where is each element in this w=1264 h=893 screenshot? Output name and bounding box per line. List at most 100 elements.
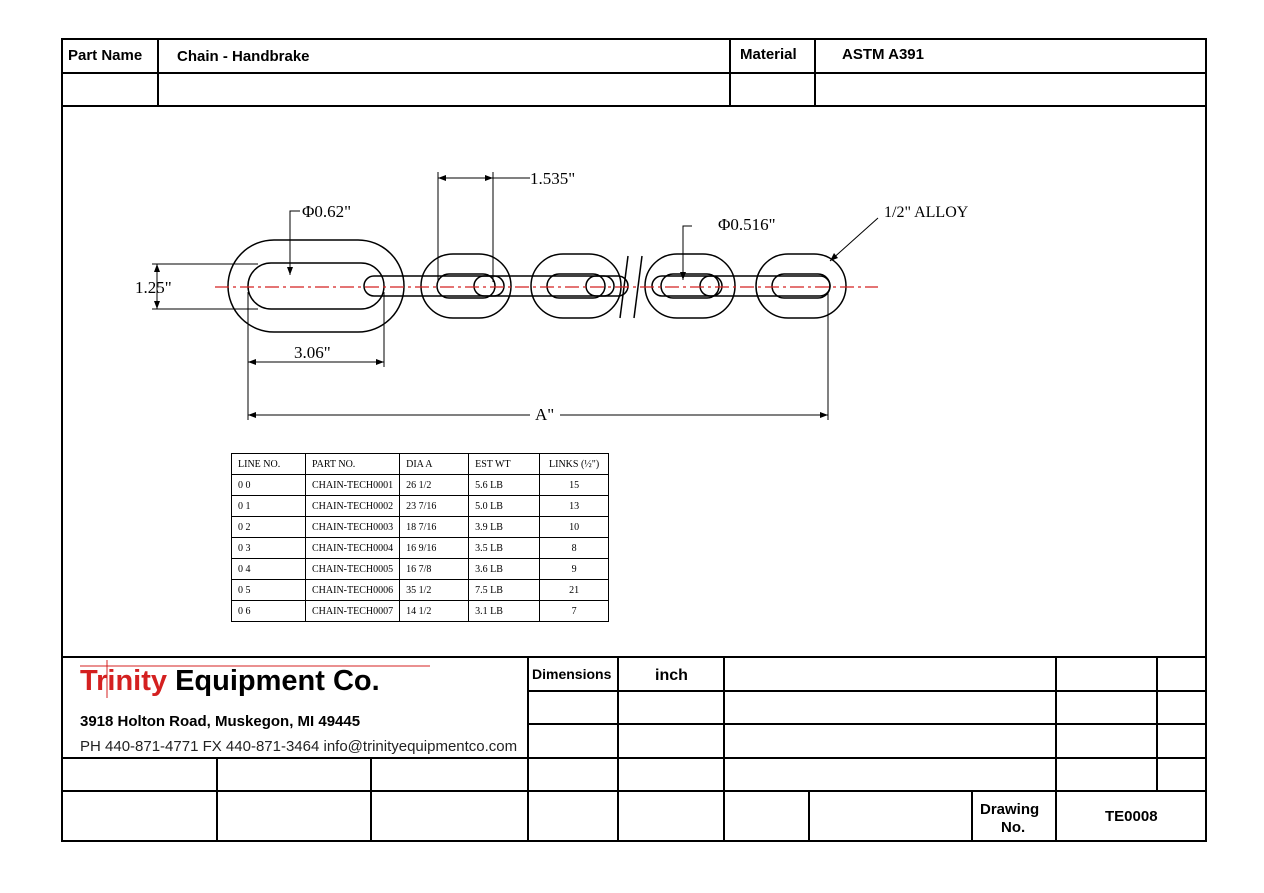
arrow-endlink-right — [376, 359, 384, 365]
header-dia-a: DIA A — [399, 453, 470, 475]
titleblock-col-e — [1156, 656, 1158, 791]
table-row: 0 3 CHAIN-TECH0004 16 9/16 3.5 LB 8 — [231, 537, 610, 559]
arrow-endlink-left — [248, 359, 256, 365]
dim-overall-text: A" — [535, 405, 554, 424]
dimensions-unit: inch — [655, 667, 688, 684]
side-link-3 — [585, 275, 629, 297]
titleblock-col-a — [527, 656, 529, 842]
cell-line-no: 0 4 — [231, 558, 306, 580]
arrow-dia-large — [287, 267, 293, 275]
end-link-outer — [227, 239, 405, 333]
table-row: 0 0 CHAIN-TECH0001 26 1/2 5.6 LB 15 — [231, 474, 610, 496]
dim-endlink-text: 3.06" — [294, 343, 331, 362]
part-name-value: Chain - Handbrake — [177, 48, 310, 65]
header-divider-2 — [61, 105, 1207, 107]
dim-dia-large-text: Φ0.62" — [302, 202, 351, 221]
cell-dia-a: 26 1/2 — [399, 474, 470, 496]
side-link-4 — [651, 275, 723, 297]
header-col-3 — [814, 38, 816, 106]
cell-links: 10 — [539, 516, 610, 538]
table-row: 0 5 CHAIN-TECH0006 35 1/2 7.5 LB 21 — [231, 579, 610, 601]
drawing-no-value: TE0008 — [1105, 808, 1158, 825]
arrow-dia-small — [680, 272, 686, 280]
cell-line-no: 0 5 — [231, 579, 306, 601]
titleblock-row-3 — [61, 757, 1207, 759]
cell-line-no: 0 0 — [231, 474, 306, 496]
header-col-2 — [729, 38, 731, 106]
arrow-pitch-right — [485, 175, 493, 181]
dia-small-leader — [682, 225, 692, 280]
side-link-1 — [363, 275, 505, 297]
break-mark-2 — [633, 255, 643, 319]
logo-word-red: rinity — [96, 665, 168, 697]
cell-est-wt: 5.6 LB — [468, 474, 541, 496]
drawing-frame — [61, 38, 1207, 842]
end-link-inner — [247, 262, 385, 310]
cell-dia-a: 35 1/2 — [399, 579, 470, 601]
cell-links: 8 — [539, 537, 610, 559]
company-contact: PH 440-871-4771 FX 440-871-3464 info@tri… — [80, 738, 518, 755]
cell-line-no: 0 3 — [231, 537, 306, 559]
cell-dia-a: 16 9/16 — [399, 537, 470, 559]
dia-large-leader — [289, 210, 300, 275]
arrow-height-top — [154, 264, 160, 272]
logo-letter-t: T — [80, 665, 97, 697]
cell-part-no: CHAIN-TECH0002 — [304, 495, 401, 517]
titleblock-col-c — [723, 656, 725, 842]
dimensions-label: Dimensions — [532, 666, 612, 682]
link-3-outer — [644, 253, 736, 319]
cell-line-no: 0 6 — [231, 600, 306, 622]
titleblock-col-d — [1055, 656, 1057, 791]
cell-links: 13 — [539, 495, 610, 517]
titleblock-top — [61, 656, 1207, 658]
header-part-no: PART NO. — [304, 453, 401, 475]
cell-part-no: CHAIN-TECH0003 — [304, 516, 401, 538]
drawing-no-label-2: No. — [1001, 819, 1026, 836]
titleblock-col-j — [1055, 790, 1057, 842]
cell-part-no: CHAIN-TECH0006 — [304, 579, 401, 601]
titleblock-col-f — [216, 757, 218, 842]
alloy-leader — [829, 217, 879, 262]
cell-part-no: CHAIN-TECH0001 — [304, 474, 401, 496]
arrow-overall-left — [248, 412, 256, 418]
header-links: LINKS (½") — [539, 453, 610, 475]
arrow-alloy — [830, 253, 838, 261]
cell-est-wt: 5.0 LB — [468, 495, 541, 517]
side-link-5 — [699, 275, 831, 297]
cell-links: 7 — [539, 600, 610, 622]
link-3-inner — [660, 273, 720, 299]
header-divider-1 — [61, 72, 1207, 74]
table-row: 0 2 CHAIN-TECH0003 18 7/16 3.9 LB 10 — [231, 516, 610, 538]
cell-est-wt: 7.5 LB — [468, 579, 541, 601]
titleblock-row-1 — [527, 690, 1207, 692]
cell-est-wt: 3.9 LB — [468, 516, 541, 538]
cell-part-no: CHAIN-TECH0004 — [304, 537, 401, 559]
link-4-inner — [771, 273, 831, 299]
part-name-label: Part Name — [68, 47, 143, 64]
spec-table-header: LINE NO. PART NO. DIA A EST WT LINKS (½"… — [231, 453, 610, 475]
titleblock-col-i — [971, 790, 973, 842]
spec-table: LINE NO. PART NO. DIA A EST WT LINKS (½"… — [231, 453, 610, 622]
arrow-height-bottom — [154, 301, 160, 309]
cell-est-wt: 3.6 LB — [468, 558, 541, 580]
link-4-outer — [755, 253, 847, 319]
link-2-outer — [530, 253, 622, 319]
cell-dia-a: 14 1/2 — [399, 600, 470, 622]
arrow-overall-right — [820, 412, 828, 418]
dim-pitch-text: 1.535" — [530, 169, 575, 188]
cell-line-no: 0 2 — [231, 516, 306, 538]
titleblock-col-g — [370, 757, 372, 842]
cell-dia-a: 23 7/16 — [399, 495, 470, 517]
cell-links: 9 — [539, 558, 610, 580]
cell-dia-a: 16 7/8 — [399, 558, 470, 580]
titleblock-col-b — [617, 656, 619, 842]
link-1-inner — [436, 273, 496, 299]
material-value: ASTM A391 — [842, 46, 924, 63]
link-2-inner — [546, 273, 606, 299]
titleblock-row-4 — [61, 790, 1207, 792]
drawing-no-label: Drawing — [980, 801, 1040, 818]
cell-dia-a: 18 7/16 — [399, 516, 470, 538]
cell-links: 15 — [539, 474, 610, 496]
header-col-1 — [157, 38, 159, 106]
